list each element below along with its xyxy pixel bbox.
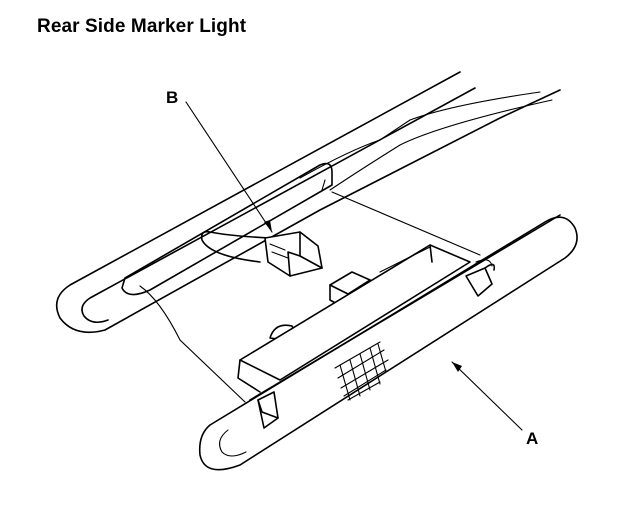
panel-opening xyxy=(121,162,333,296)
lens-pattern xyxy=(334,341,389,401)
callout-b-label: B xyxy=(166,88,179,107)
retaining-clip-left xyxy=(257,391,279,429)
wire-harness xyxy=(200,230,271,263)
marker-light-lens-a xyxy=(198,214,578,471)
leader-b xyxy=(185,101,273,233)
alignment-lines xyxy=(139,191,481,403)
diagram-title: Rear Side Marker Light xyxy=(37,16,247,37)
body-panel xyxy=(55,71,561,334)
marker-light-housing xyxy=(237,244,471,393)
connector-b xyxy=(264,231,323,277)
leader-a xyxy=(451,361,523,431)
callout-a-label: A xyxy=(526,429,539,448)
retaining-clip-right xyxy=(465,259,496,297)
